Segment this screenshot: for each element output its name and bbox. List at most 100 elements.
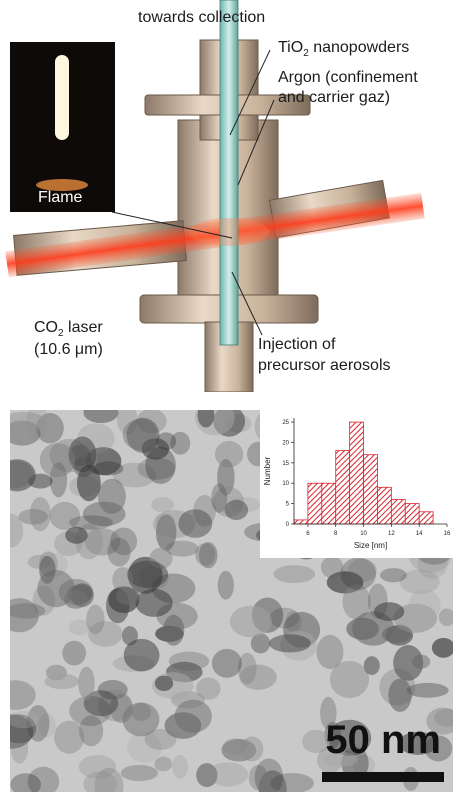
leader-nanopowders bbox=[229, 49, 271, 136]
nanoparticle bbox=[316, 634, 344, 670]
nanoparticle bbox=[78, 755, 117, 779]
nanoparticle bbox=[224, 499, 249, 520]
nanoparticle bbox=[363, 656, 380, 675]
nanoparticle bbox=[329, 660, 370, 699]
nanoparticle bbox=[10, 603, 46, 619]
nanoparticle bbox=[54, 720, 85, 754]
nanoparticle bbox=[431, 637, 453, 658]
nanoparticle bbox=[155, 513, 176, 531]
nanoparticle bbox=[322, 752, 359, 767]
nanoparticle bbox=[320, 556, 344, 579]
nanoparticle bbox=[398, 731, 438, 755]
nanoparticle bbox=[44, 673, 80, 690]
nanoparticle bbox=[222, 738, 248, 755]
nanoparticle bbox=[69, 696, 112, 726]
nanoparticle bbox=[39, 443, 76, 478]
nanoparticle bbox=[65, 526, 88, 544]
y-tick-label: 15 bbox=[282, 461, 289, 467]
histogram-bar bbox=[293, 519, 309, 525]
nanoparticle bbox=[172, 754, 189, 779]
nanoparticle bbox=[127, 560, 169, 588]
nanoparticle bbox=[10, 710, 39, 729]
nanoparticle bbox=[341, 746, 369, 781]
nanoparticle bbox=[178, 509, 213, 538]
flame-photo-glow bbox=[36, 179, 88, 191]
nanoparticle bbox=[49, 501, 81, 530]
histogram-bar bbox=[321, 482, 337, 525]
scale-bar bbox=[322, 772, 444, 782]
nanoparticle bbox=[144, 728, 177, 750]
nanoparticle bbox=[156, 514, 177, 551]
x-tick-label: 16 bbox=[444, 531, 451, 537]
nanoparticle bbox=[26, 705, 50, 742]
nanoparticle bbox=[273, 565, 316, 584]
nanoparticle bbox=[110, 527, 138, 556]
nanoparticle bbox=[165, 540, 199, 557]
nanoparticle bbox=[137, 457, 176, 480]
nanoparticle bbox=[10, 714, 34, 749]
flame-photo-jet bbox=[55, 55, 69, 140]
flame-glow bbox=[189, 218, 269, 246]
x-tick-label: 8 bbox=[334, 531, 338, 537]
nanoparticle bbox=[352, 754, 375, 777]
co2-subscript: 2 bbox=[58, 328, 64, 340]
nanoparticle bbox=[116, 587, 140, 606]
label-co2-laser: CO2 laser bbox=[34, 318, 103, 343]
nanoparticle bbox=[97, 478, 126, 514]
co2-text: CO bbox=[34, 319, 58, 336]
nanoparticle bbox=[10, 680, 36, 710]
nanoparticle bbox=[207, 762, 249, 787]
nanoparticle bbox=[221, 738, 257, 762]
x-tick-label: 14 bbox=[416, 531, 423, 537]
y-tick-label: 5 bbox=[286, 502, 290, 508]
nanoparticle bbox=[434, 708, 453, 727]
nanoparticle bbox=[270, 773, 314, 792]
nanoparticle bbox=[238, 652, 257, 685]
nanoparticle bbox=[10, 714, 37, 744]
y-tick-label: 0 bbox=[286, 522, 290, 528]
nanoparticle bbox=[217, 459, 235, 496]
nanoparticle bbox=[136, 410, 167, 434]
nanoparticle bbox=[126, 417, 160, 453]
tio2-text: TiO bbox=[278, 39, 304, 56]
histogram-bar bbox=[377, 486, 392, 525]
nanoparticle bbox=[37, 713, 56, 738]
nanoparticle bbox=[168, 651, 210, 671]
leader-flame bbox=[111, 211, 233, 239]
reactor-illustration bbox=[5, 0, 425, 392]
nanoparticle bbox=[149, 547, 173, 569]
nanoparticle bbox=[127, 731, 162, 763]
nanoparticle bbox=[380, 568, 407, 583]
nanoparticle bbox=[94, 767, 124, 792]
y-axis-label: Number bbox=[263, 456, 272, 485]
label-towards-collection: towards collection bbox=[138, 9, 266, 26]
nanoparticle bbox=[82, 501, 126, 527]
nanoparticle bbox=[62, 640, 87, 666]
label-wavelength: (10.6 μm) bbox=[34, 341, 103, 358]
histogram-bar bbox=[390, 499, 406, 525]
nanoparticle bbox=[198, 542, 218, 569]
nanoparticle bbox=[78, 666, 95, 700]
nanopowders-text: nanopowders bbox=[313, 39, 410, 56]
nanoparticle bbox=[250, 633, 271, 654]
nanoparticle bbox=[152, 510, 196, 539]
nanoparticle bbox=[120, 764, 158, 782]
x-tick-label: 10 bbox=[360, 531, 367, 537]
nanoparticle bbox=[79, 715, 104, 747]
nanoparticle bbox=[10, 773, 41, 792]
label-injection-line2: precursor aerosols bbox=[258, 357, 391, 374]
nanoparticle bbox=[164, 712, 202, 739]
nanoparticle bbox=[196, 677, 221, 700]
nanoparticle bbox=[84, 528, 121, 556]
y-tick-label: 20 bbox=[282, 440, 289, 446]
tio2-subscript: 2 bbox=[303, 48, 309, 60]
nanoparticle bbox=[135, 588, 173, 617]
histogram-bar bbox=[335, 450, 351, 525]
nanoparticle bbox=[211, 483, 228, 513]
leader-injection bbox=[231, 271, 263, 336]
nanoparticle bbox=[239, 664, 277, 690]
nanoparticle bbox=[320, 696, 337, 730]
histogram-bar bbox=[418, 511, 434, 525]
